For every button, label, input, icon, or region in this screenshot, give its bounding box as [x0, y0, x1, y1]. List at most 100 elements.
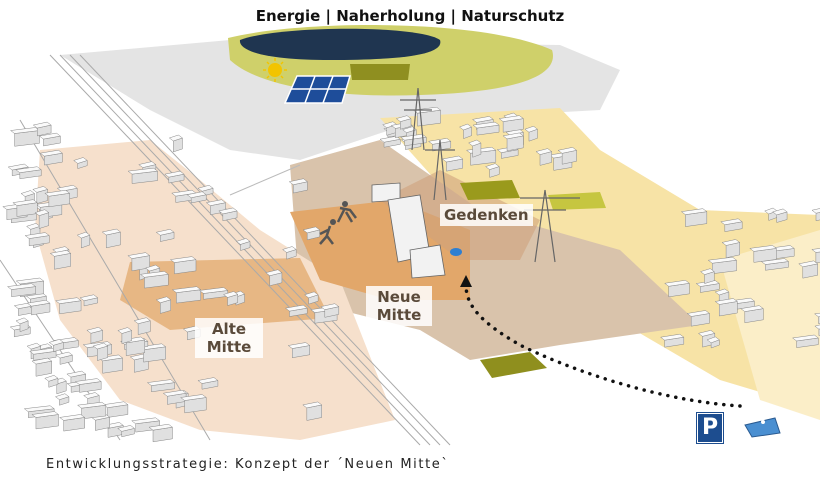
parking-icon: P — [697, 413, 723, 443]
building — [38, 132, 62, 140]
building — [169, 256, 197, 263]
building — [714, 298, 738, 305]
building — [20, 190, 36, 197]
building — [287, 342, 311, 349]
arrow-head-icon — [460, 275, 472, 287]
building — [320, 303, 340, 310]
building — [811, 248, 820, 253]
building — [282, 246, 297, 253]
building — [772, 208, 788, 216]
building — [180, 394, 207, 401]
building — [288, 178, 309, 185]
solar-panels-icon — [283, 75, 352, 104]
building — [471, 116, 494, 123]
building — [54, 393, 70, 400]
building — [218, 207, 238, 215]
building — [557, 147, 578, 154]
building — [760, 258, 790, 265]
building — [498, 115, 525, 122]
label-line: Neue — [377, 288, 421, 306]
power-pylon-icon — [400, 87, 580, 263]
building — [524, 125, 539, 133]
building — [86, 327, 104, 334]
sun-icon — [263, 58, 287, 82]
building — [32, 186, 49, 193]
building — [198, 287, 229, 294]
building — [76, 231, 91, 239]
building — [146, 379, 176, 386]
building — [502, 132, 524, 140]
building — [117, 327, 133, 334]
building — [26, 342, 42, 350]
building — [31, 411, 60, 418]
building — [26, 299, 51, 307]
building — [535, 148, 553, 155]
walking-route — [464, 283, 742, 408]
building — [168, 134, 183, 142]
building — [395, 115, 412, 122]
building — [659, 333, 685, 341]
building — [814, 324, 820, 330]
building — [235, 238, 251, 245]
label-line: Alte — [211, 320, 247, 338]
building — [101, 228, 122, 236]
building — [155, 229, 175, 236]
building — [791, 334, 819, 342]
building — [92, 342, 109, 350]
building — [32, 121, 52, 129]
building — [15, 277, 45, 285]
building — [222, 291, 239, 298]
building — [131, 417, 161, 425]
building — [485, 163, 500, 170]
building — [162, 389, 187, 397]
building — [23, 405, 55, 413]
building — [15, 317, 29, 325]
building — [721, 239, 741, 246]
building — [680, 208, 708, 215]
label-line: Mitte — [206, 338, 252, 356]
building — [265, 269, 283, 276]
building — [706, 336, 720, 344]
label-line: Mitte — [376, 306, 422, 324]
building — [749, 245, 778, 252]
pond — [450, 248, 462, 256]
building — [148, 423, 174, 431]
building — [31, 357, 53, 365]
building — [145, 264, 161, 272]
building — [164, 170, 185, 178]
building — [686, 310, 711, 317]
railway — [0, 54, 451, 446]
meadow-field — [350, 64, 410, 80]
building — [52, 246, 70, 253]
building — [441, 155, 464, 163]
building — [697, 330, 716, 337]
building — [798, 260, 819, 268]
building — [468, 139, 482, 147]
building — [39, 149, 64, 157]
building — [714, 288, 730, 296]
building — [49, 250, 72, 257]
buildings — [2, 106, 820, 443]
building — [44, 189, 71, 197]
building — [811, 208, 820, 214]
building — [44, 375, 59, 382]
people-sport-icon — [319, 201, 357, 245]
building — [197, 377, 219, 384]
building — [12, 199, 38, 206]
building — [15, 166, 42, 173]
building — [740, 305, 764, 312]
building — [97, 354, 124, 362]
building — [459, 123, 473, 131]
building — [133, 317, 151, 324]
building — [54, 297, 82, 304]
field — [460, 180, 520, 200]
building — [138, 161, 157, 168]
lake — [239, 28, 441, 60]
building — [127, 252, 151, 259]
building — [139, 271, 169, 278]
building — [66, 370, 87, 378]
building — [401, 126, 417, 133]
page-title: Energie | Naherholung | Naturschutz — [255, 7, 565, 25]
building — [59, 414, 86, 421]
